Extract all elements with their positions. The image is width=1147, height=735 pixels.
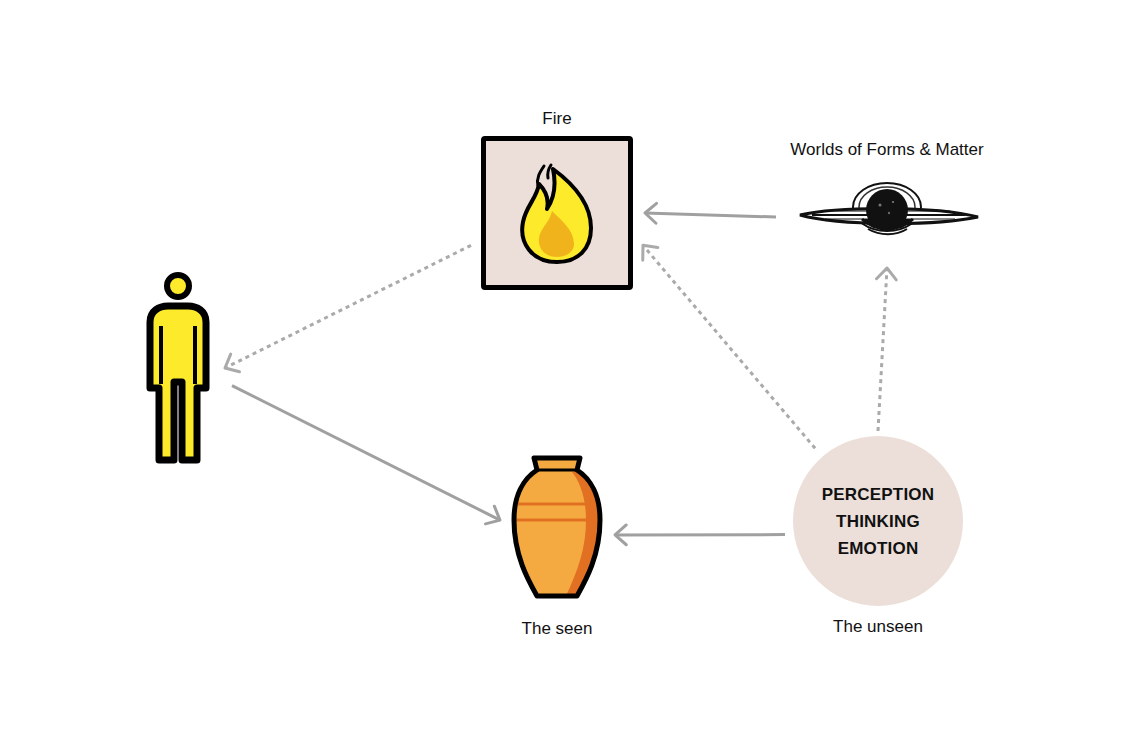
- circle-node: PERCEPTION THINKING EMOTIONThe unseen: [793, 436, 963, 606]
- node-label: The seen: [522, 619, 593, 639]
- arrowhead: [485, 506, 500, 524]
- vase-node: The seen: [511, 452, 603, 600]
- solid-arrow: [615, 525, 785, 545]
- person-icon: [150, 275, 206, 460]
- arrowhead: [877, 268, 897, 280]
- dotted-arrow: [225, 245, 471, 371]
- fire-box-fill: [483, 138, 631, 288]
- connector-line: [232, 386, 500, 520]
- worlds-icon-node: Worlds of Forms & Matter: [792, 186, 982, 248]
- connector-line: [225, 245, 471, 368]
- node-label: Fire: [542, 109, 571, 129]
- node-text: PERCEPTION THINKING EMOTION: [817, 481, 939, 562]
- dotted-arrow: [877, 268, 897, 431]
- arrowhead: [645, 203, 657, 223]
- solid-arrow: [232, 386, 500, 524]
- fire-box: Fire: [481, 136, 633, 290]
- connector-line: [878, 268, 887, 431]
- solid-arrow: [645, 203, 776, 223]
- dotted-arrow: [643, 245, 815, 448]
- vase-icon: [514, 458, 600, 596]
- node-label: Worlds of Forms & Matter: [790, 140, 983, 160]
- flame-icon: [522, 165, 591, 262]
- arrowhead: [643, 245, 658, 260]
- black-hole-icon: [800, 183, 978, 234]
- connector-line: [643, 245, 815, 448]
- node-label: The unseen: [833, 617, 923, 637]
- connector-line: [615, 533, 785, 536]
- person-node: [142, 270, 214, 466]
- arrowhead: [225, 354, 240, 372]
- arrowhead: [615, 525, 626, 545]
- connector-line: [645, 213, 776, 217]
